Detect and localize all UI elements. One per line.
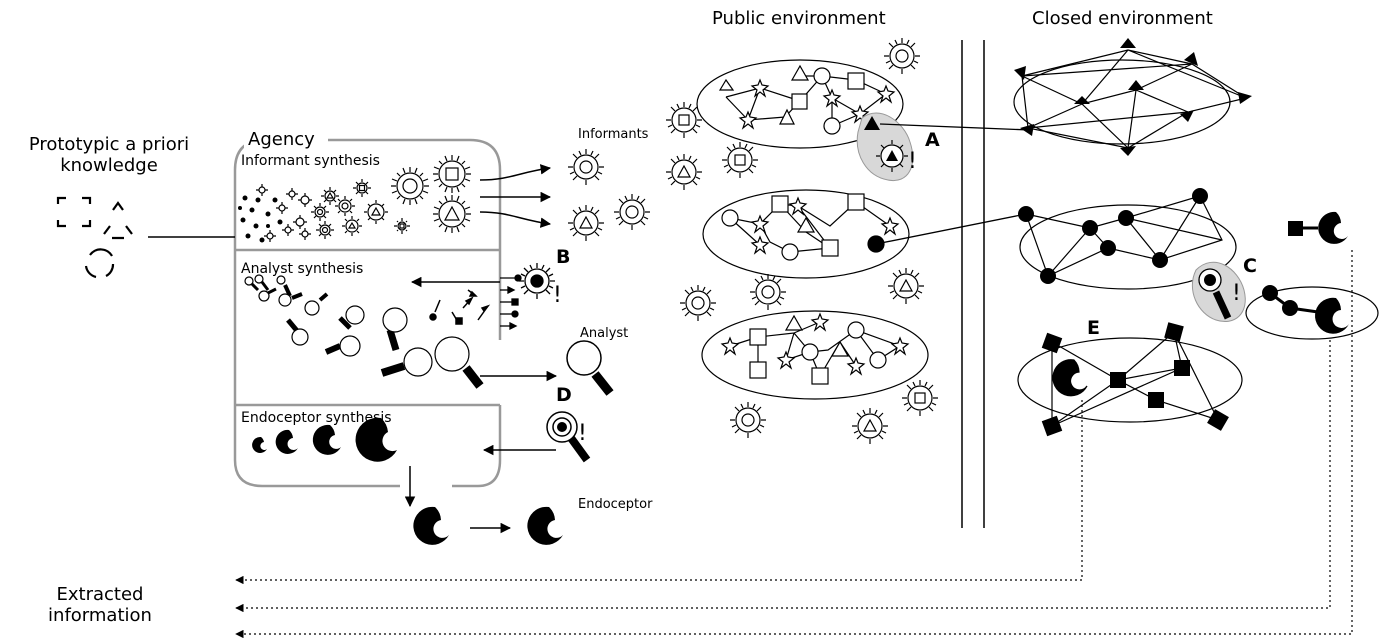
informant-icon-circle (391, 167, 429, 205)
public-environment-title: Public environment (712, 8, 886, 29)
svg-text:!: ! (553, 283, 562, 308)
extracted-line-2: information (48, 605, 152, 626)
marker-b: B (556, 246, 571, 268)
analyst-d-icon: ! (482, 411, 591, 463)
endoceptor-capture-group (1245, 211, 1379, 340)
public-network-3 (701, 310, 929, 400)
highlight-a: ! (856, 112, 1031, 182)
analyst-b-icon: ! (410, 263, 562, 308)
informants-label: Informants (578, 127, 649, 142)
public-network-2 (702, 189, 910, 279)
endoceptor-label: Endoceptor (578, 497, 653, 512)
tiny-dots (238, 195, 283, 243)
highlight-c: ! (1191, 261, 1246, 322)
closed-network-3 (1017, 322, 1243, 437)
informant-synthesis-title: Informant synthesis (241, 153, 380, 169)
prototypic-line-1: Prototypic a priori (28, 134, 190, 155)
informant-arrows (479, 164, 552, 228)
svg-text:!: ! (1232, 281, 1241, 306)
analyst-output (480, 340, 614, 396)
marker-c: C (1243, 255, 1257, 277)
analyst-synthesis-icons (244, 274, 522, 389)
prototypic-line-2: knowledge (60, 155, 158, 176)
svg-text:!: ! (908, 149, 917, 174)
svg-text:!: ! (578, 421, 587, 446)
small-informants (256, 179, 410, 242)
marker-e: E (1087, 317, 1100, 339)
prototype-shapes (56, 196, 133, 279)
informant-icon-triangle (433, 195, 471, 233)
endoceptor-output (404, 466, 563, 545)
prototypic-knowledge-label: Prototypic a priori knowledge (4, 134, 214, 176)
analyst-synthesis-title: Analyst synthesis (241, 261, 364, 277)
analyst-label: Analyst (580, 326, 629, 341)
endoceptor-synthesis-title: Endoceptor synthesis (241, 410, 392, 426)
marker-a: A (925, 129, 940, 151)
informant-synthesis-icons (238, 155, 471, 243)
informant-icon-square (433, 155, 471, 193)
marker-d: D (556, 384, 572, 406)
closed-network-1 (1013, 38, 1252, 156)
environment-wall (961, 40, 985, 528)
extracted-information-label: Extracted information (30, 584, 170, 626)
closed-network-2 (875, 188, 1237, 290)
closed-environment-title: Closed environment (1032, 8, 1213, 29)
public-network-1 (696, 59, 904, 149)
agency-title: Agency (244, 129, 319, 150)
endoceptor-synthesis-icons (252, 417, 397, 462)
extraction-lines (235, 250, 1353, 639)
extracted-line-1: Extracted (56, 584, 144, 605)
released-informants (568, 38, 938, 444)
